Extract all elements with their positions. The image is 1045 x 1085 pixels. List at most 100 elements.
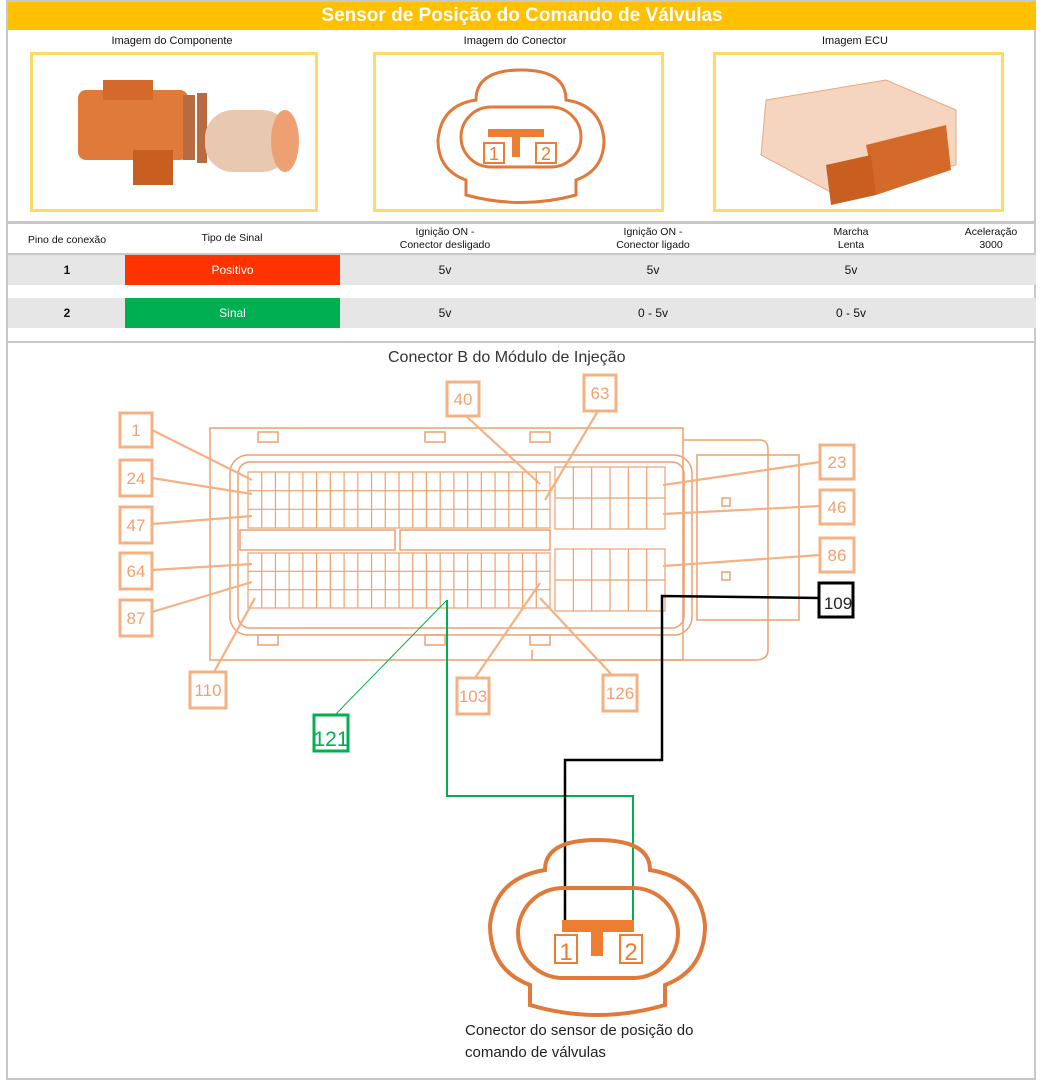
pin-label-box: [118, 458, 154, 498]
idle-cell: 5v: [844, 263, 858, 277]
positive-wire-black: [563, 594, 821, 922]
leader-line: [544, 410, 599, 501]
pin-label-64: 64: [127, 562, 146, 581]
table-row: 1 Positivo 5v 5v 5v: [8, 255, 1036, 285]
pin-label-110: 110: [194, 681, 221, 700]
caption-line: Conector do sensor de posição do: [465, 1022, 694, 1039]
connector-pin-2: 2: [541, 144, 551, 164]
ign-on-cell: 0 - 5v: [637, 306, 669, 320]
connector-pin-1: 1: [489, 144, 499, 164]
pin-label-box: [818, 488, 856, 526]
header-line: Ignição ON -: [623, 226, 683, 238]
leader-line: [151, 562, 253, 572]
header-signal-type: Tipo de Sinal: [201, 232, 263, 244]
component-image: [30, 52, 318, 212]
connector-image: 1 2: [373, 52, 664, 212]
divider: [8, 253, 1036, 255]
sensor-pin-2: 2: [624, 939, 637, 966]
pin-label-126: 126: [606, 684, 634, 703]
signal-wire-green: [446, 600, 634, 920]
pin-label-box: [445, 380, 481, 418]
ign-off-cell: 5v: [438, 306, 452, 320]
leader-line: [213, 597, 256, 673]
header-line: Lenta: [837, 239, 865, 251]
header-line: 3000: [979, 239, 1003, 251]
leader-line: [151, 514, 253, 526]
sensor-connector-large: 1 2: [487, 837, 708, 1017]
pin-cell: 1: [63, 263, 71, 277]
header-ign-on: Ignição ON -Conector ligado: [616, 226, 690, 252]
component-image-label: Imagem do Componente: [111, 35, 233, 47]
pin-label-box: [118, 551, 154, 591]
leader-line: [539, 597, 613, 676]
ign-on-cell: 5v: [646, 263, 660, 277]
ecu-image-label: Imagem ECU: [821, 35, 889, 47]
pin-label-46: 46: [828, 498, 847, 517]
sensor-component-icon: [78, 80, 299, 185]
leader-line: [662, 460, 821, 487]
ecu-image: [713, 52, 1004, 212]
header-pin: Pino de conexão: [27, 234, 107, 246]
header-ign-off: Ignição ON -Conector desligado: [400, 226, 490, 252]
leader-line: [151, 476, 253, 496]
idle-cell: 0 - 5v: [835, 306, 867, 320]
leader-line: [662, 553, 821, 568]
pin-cell: 2: [63, 306, 71, 320]
leader-121: [332, 599, 448, 718]
pin-label-box: [118, 411, 154, 449]
pin-121-label: 121: [313, 728, 348, 751]
signal-cell: Positivo: [125, 255, 340, 285]
signal-cell: Sinal: [125, 298, 340, 328]
pin-label-86: 86: [828, 546, 847, 565]
pin-109-box: [817, 581, 855, 619]
pin-labels: 1 24 47 64 87 40 63 23 46 86 110 103 126: [118, 373, 856, 716]
ign-off-cell: 5v: [438, 263, 452, 277]
pin-label-63: 63: [591, 384, 610, 403]
divider: [8, 341, 1036, 343]
pin-109-label: 109: [824, 594, 852, 613]
header-line: Ignição ON -: [415, 226, 475, 238]
pin-label-box: [118, 598, 154, 638]
ecu-connector-outline: [209, 427, 800, 661]
table-row: 2 Sinal 5v 0 - 5v 0 - 5v: [8, 298, 1036, 328]
pin-label-box: [118, 505, 154, 545]
pin-label-40: 40: [454, 390, 473, 409]
sensor-connector-caption: Conector do sensor de posição do comando…: [465, 1020, 745, 1064]
header-line: Aceleração: [964, 226, 1018, 238]
leader-line: [662, 504, 821, 516]
pin-label-1: 1: [131, 421, 140, 440]
pin-label-box: [188, 670, 228, 710]
header-line: Conector desligado: [399, 239, 491, 251]
pin-label-24: 24: [127, 469, 146, 488]
pin-label-box: [582, 373, 618, 413]
ecu-icon: [760, 79, 957, 205]
page-title: Sensor de Posição do Comando de Válvulas: [8, 2, 1036, 30]
frame: [6, 0, 1036, 1080]
connector-icon: 1 2: [436, 68, 606, 204]
pin-label-23: 23: [828, 453, 847, 472]
header-line: Marcha: [833, 226, 869, 238]
leader-line: [465, 415, 541, 485]
leader-line: [151, 429, 253, 481]
pin-label-box: [601, 673, 639, 713]
pin-label-box: [818, 536, 856, 574]
pin-grid: [247, 466, 666, 612]
divider: [8, 221, 1036, 224]
caption-line: comando de válvulas: [465, 1044, 606, 1061]
leader-line: [474, 582, 541, 679]
pin-121-box: [312, 713, 350, 753]
pin-label-box: [455, 676, 491, 716]
leader-lines: [151, 410, 821, 679]
pin-label-47: 47: [127, 516, 146, 535]
pin-label-87: 87: [127, 609, 146, 628]
sensor-pin-1: 1: [559, 939, 572, 966]
pin-label-103: 103: [459, 687, 487, 706]
connector-image-label: Imagem do Conector: [463, 35, 567, 47]
pin-label-box: [818, 443, 856, 481]
header-line: Conector ligado: [616, 239, 690, 251]
leader-line: [151, 580, 253, 614]
diagram-title: Conector B do Módulo de Injeção: [388, 349, 626, 366]
